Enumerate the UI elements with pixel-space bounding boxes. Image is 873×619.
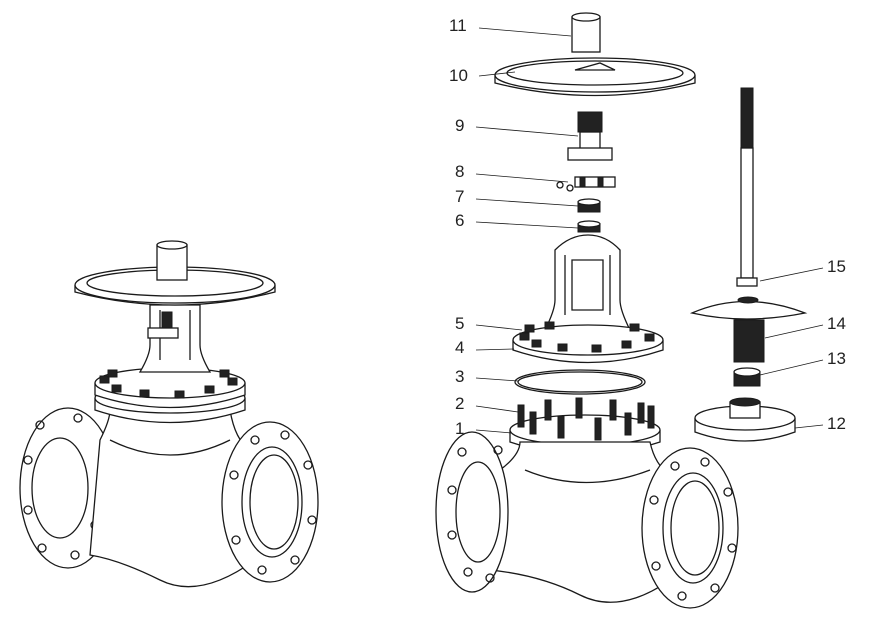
exploded-valve: [435, 12, 808, 609]
callout-5: 5: [455, 314, 465, 333]
part-2-studs: [517, 397, 655, 441]
leader-lines: [475, 27, 824, 434]
callout-15: 15: [827, 257, 846, 276]
callout-7: 7: [455, 187, 465, 206]
callout-6: 6: [455, 211, 465, 230]
callout-1: 1: [455, 419, 465, 438]
part-15-stem: [736, 87, 758, 287]
part-5-nuts: [519, 321, 655, 353]
callout-13: 13: [827, 349, 846, 368]
callout-8: 8: [455, 162, 465, 181]
part-8-bracket: [556, 176, 616, 192]
callout-14: 14: [827, 314, 846, 333]
outlet-flange: [221, 421, 319, 583]
bonnet-nuts: [99, 369, 238, 399]
part-11-cap: [571, 16, 601, 53]
callout-11: 11: [449, 16, 467, 35]
part-9-stem-nut: [577, 111, 603, 133]
part-10-handwheel: [494, 57, 696, 93]
assembled-valve: [19, 240, 319, 588]
callout-10: 10: [449, 66, 468, 85]
callout-4: 4: [455, 338, 465, 357]
callout-9: 9: [455, 116, 465, 135]
bonnet-yoke: [543, 234, 632, 331]
callout-2: 2: [455, 394, 465, 413]
part-14-disc: [689, 296, 808, 363]
part-3-gasket: [514, 369, 646, 395]
callout-3: 3: [455, 367, 465, 386]
callout-12: 12: [827, 414, 846, 433]
flange-bolt-holes: [23, 413, 100, 560]
